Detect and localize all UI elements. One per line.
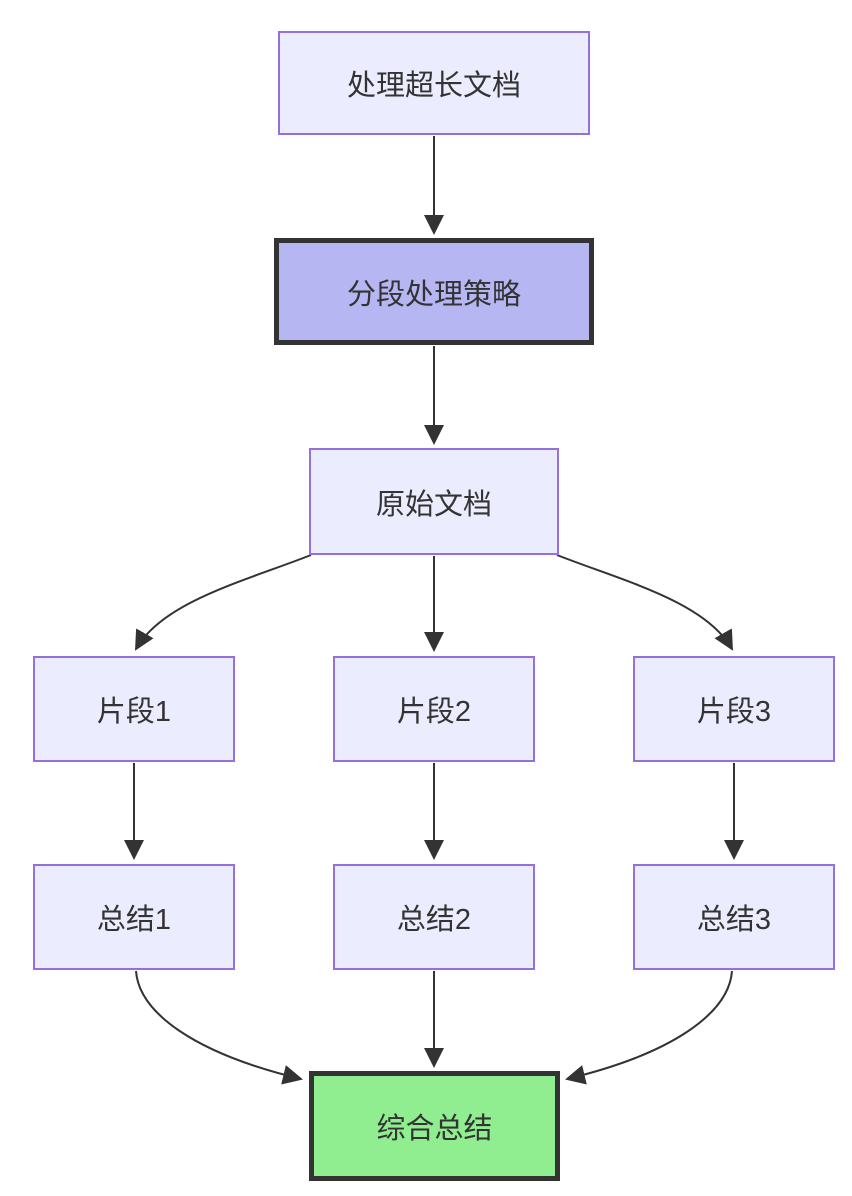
node-segment1: 片段1: [33, 656, 235, 762]
node-final: 综合总结: [309, 1071, 560, 1181]
node-segment2: 片段2: [333, 656, 535, 762]
node-original-label: 原始文档: [375, 488, 492, 521]
edge-summary3-to-final: [565, 970, 733, 1085]
node-process-label: 处理超长文档: [346, 70, 521, 102]
node-segment3: 片段3: [633, 656, 835, 762]
node-summary1-label: 总结1: [96, 904, 172, 936]
edge-original-to-segment1: [135, 554, 312, 651]
node-original: 原始文档: [309, 448, 559, 555]
node-process: 处理超长文档: [278, 31, 590, 135]
edge-summary1-to-final: [135, 970, 303, 1085]
node-final-label: 综合总结: [376, 1113, 493, 1145]
node-strategy: 分段处理策略: [274, 238, 594, 345]
node-segment2-label: 片段2: [396, 696, 472, 728]
node-summary2-label: 总结2: [396, 904, 472, 936]
node-summary3: 总结3: [633, 864, 835, 970]
node-summary3-label: 总结3: [696, 904, 772, 936]
node-summary2: 总结2: [333, 864, 535, 970]
node-segment1-label: 片段1: [96, 696, 172, 728]
edge-original-to-segment3: [556, 554, 733, 651]
node-segment3-label: 片段3: [696, 696, 772, 728]
node-summary1: 总结1: [33, 864, 235, 970]
node-strategy-label: 分段处理策略: [346, 278, 521, 311]
